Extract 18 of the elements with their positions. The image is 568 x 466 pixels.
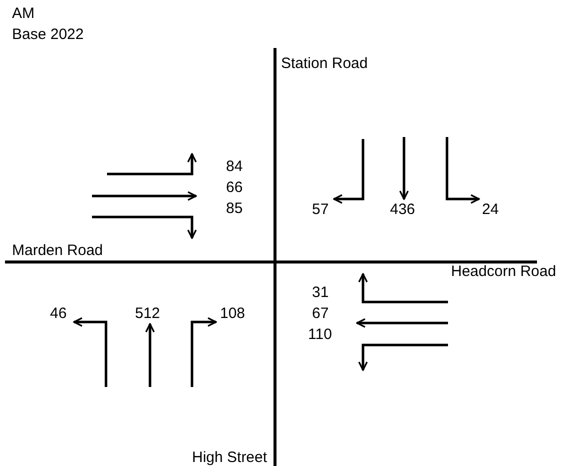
traffic-count: 436: [390, 201, 416, 218]
road-name: Marden Road: [12, 242, 103, 259]
traffic-count: 67: [312, 305, 329, 322]
traffic-count: 512: [135, 305, 160, 322]
traffic-count: 57: [312, 201, 329, 218]
traffic-count: 24: [482, 201, 499, 218]
road-name: Station Road: [281, 55, 368, 72]
traffic-count: 85: [226, 200, 243, 217]
traffic-count: 66: [226, 179, 243, 196]
scenario-label: Base 2022: [12, 26, 84, 43]
traffic-count: 110: [308, 326, 332, 343]
period-label: AM: [12, 5, 34, 22]
traffic-count: 46: [50, 305, 67, 322]
road-name: High Street: [192, 449, 268, 466]
traffic-count: 84: [226, 158, 243, 175]
traffic-count: 31: [312, 284, 329, 301]
road-name: Headcorn Road: [451, 263, 556, 280]
traffic-count: 108: [220, 305, 246, 322]
